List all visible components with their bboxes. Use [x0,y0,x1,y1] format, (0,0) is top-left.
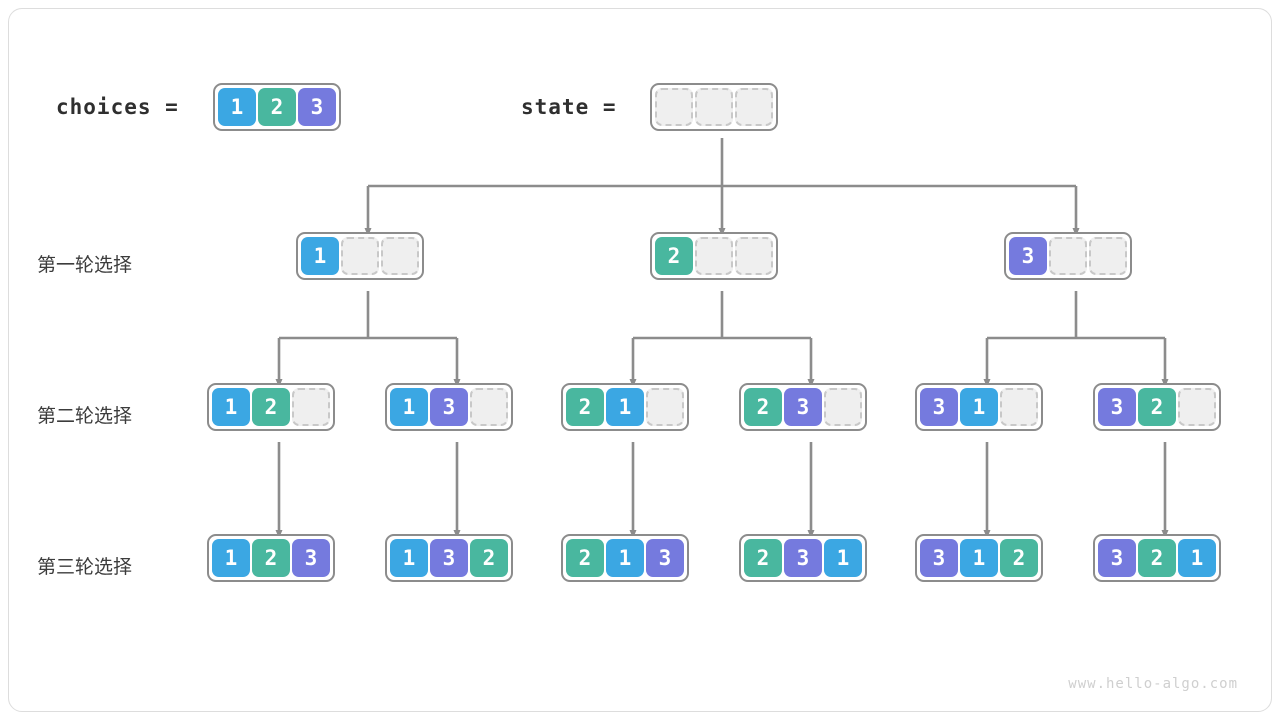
state-empty-cell [695,88,733,126]
tree-node-r2-n4-cell: 2 [744,388,782,426]
tree-node-r1-n2-empty-cell [695,237,733,275]
tree-node-r3-n3-cell: 2 [566,539,604,577]
tree-node-r2-n1-empty-cell [292,388,330,426]
tree-node-r2-n2-empty-cell [470,388,508,426]
tree-node-r2-n3-empty-cell [646,388,684,426]
tree-node-r2-n6-cell: 2 [1138,388,1176,426]
tree-node-r2-n5-empty-cell [1000,388,1038,426]
tree-node-r3-n4-cell: 2 [744,539,782,577]
tree-node-r3-n5-cell: 3 [920,539,958,577]
state-array [650,83,778,131]
choices-cell: 2 [258,88,296,126]
tree-node-r2-n4-empty-cell [824,388,862,426]
tree-node-r1-n2: 2 [650,232,778,280]
tree-node-r3-n3-cell: 1 [606,539,644,577]
tree-node-r3-n3-cell: 3 [646,539,684,577]
tree-node-r2-n1-cell: 2 [252,388,290,426]
tree-node-r1-n3-empty-cell [1049,237,1087,275]
tree-node-r3-n2-cell: 1 [390,539,428,577]
tree-node-r1-n1: 1 [296,232,424,280]
tree-node-r1-n1-empty-cell [341,237,379,275]
tree-node-r2-n2-cell: 3 [430,388,468,426]
tree-node-r3-n2-cell: 2 [470,539,508,577]
tree-node-r1-n3-empty-cell [1089,237,1127,275]
tree-node-r2-n3-cell: 1 [606,388,644,426]
tree-node-r2-n2-cell: 1 [390,388,428,426]
tree-node-r3-n6-cell: 2 [1138,539,1176,577]
tree-node-r1-n2-cell: 2 [655,237,693,275]
tree-node-r3-n2-cell: 3 [430,539,468,577]
tree-node-r2-n6-cell: 3 [1098,388,1136,426]
choices-cell: 3 [298,88,336,126]
tree-node-r1-n3-cell: 3 [1009,237,1047,275]
row-label-round-2: 第二轮选择 [37,405,133,427]
tree-node-r1-n2-empty-cell [735,237,773,275]
tree-node-r2-n5-cell: 3 [920,388,958,426]
row-label-round-3: 第三轮选择 [37,556,133,578]
state-label: state = [521,95,617,119]
tree-node-r3-n4-cell: 1 [824,539,862,577]
row-label-round-1: 第一轮选择 [37,254,133,276]
tree-node-r2-n5-cell: 1 [960,388,998,426]
tree-node-r2-n3-cell: 2 [566,388,604,426]
state-empty-cell [655,88,693,126]
tree-node-r3-n1-cell: 1 [212,539,250,577]
tree-node-r3-n4-cell: 3 [784,539,822,577]
watermark: www.hello-algo.com [1068,676,1238,692]
choices-cell: 1 [218,88,256,126]
tree-node-r3-n6-cell: 3 [1098,539,1136,577]
tree-node-r3-n1-cell: 3 [292,539,330,577]
state-empty-cell [735,88,773,126]
tree-node-r3-n6-cell: 1 [1178,539,1216,577]
tree-node-r2-n4-cell: 3 [784,388,822,426]
tree-node-r2-n6-empty-cell [1178,388,1216,426]
tree-node-r2-n1-cell: 1 [212,388,250,426]
diagram-frame [8,8,1272,712]
tree-node-r3-n5-cell: 1 [960,539,998,577]
tree-node-r3-n5-cell: 2 [1000,539,1038,577]
tree-node-r1-n1-cell: 1 [301,237,339,275]
tree-node-r3-n1-cell: 2 [252,539,290,577]
tree-node-r1-n1-empty-cell [381,237,419,275]
tree-node-r1-n3: 3 [1004,232,1132,280]
choices-label: choices = [56,95,179,119]
